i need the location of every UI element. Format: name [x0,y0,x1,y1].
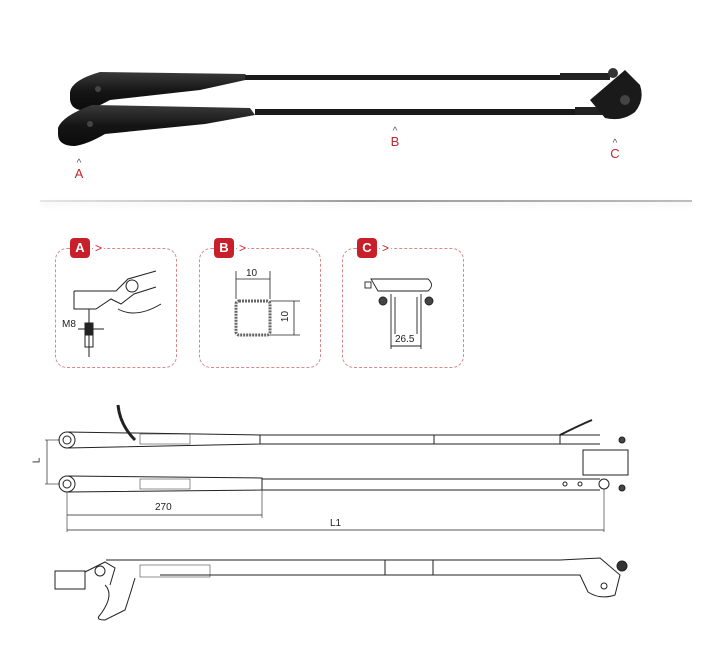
photo-label-c: ^ C [607,138,623,161]
dim-height-10: 10 [280,310,292,323]
dim-m8: M8 [62,319,76,330]
label-c-text: C [610,146,620,161]
photo-label-a: ^ A [71,158,87,181]
label-a-text: A [74,166,84,181]
dim-l: L [31,457,43,464]
chevron-right-icon: > [93,239,105,257]
chevron-right-icon: > [380,239,392,257]
caret-icon: ^ [76,158,82,169]
product-photo: ^ A ^ B ^ C [0,0,708,195]
dim-width-10: 10 [246,268,258,279]
dim-270: 270 [155,502,172,513]
clamp-drawing [73,270,162,357]
badge-a: A [70,238,90,258]
label-b-text: B [390,134,400,149]
photo-label-b: ^ B [387,126,403,149]
bracket-drawing [364,278,434,349]
caret-icon: ^ [392,126,398,137]
section-divider [40,200,692,202]
badge-b: B [214,238,234,258]
detail-panel-b: B > 10 10 [199,238,321,368]
dim-l1: L1 [330,518,342,529]
detail-panel-a: A > M8 [55,238,177,368]
chevron-right-icon: > [237,239,249,257]
caret-icon: ^ [612,138,618,149]
wiper-arm-photo [58,68,642,146]
tube-section-drawing [234,271,300,337]
detail-panel-c: C > 26.5 [342,238,464,368]
badge-c: C [357,238,377,258]
dim-width-26-5: 26.5 [395,334,415,345]
